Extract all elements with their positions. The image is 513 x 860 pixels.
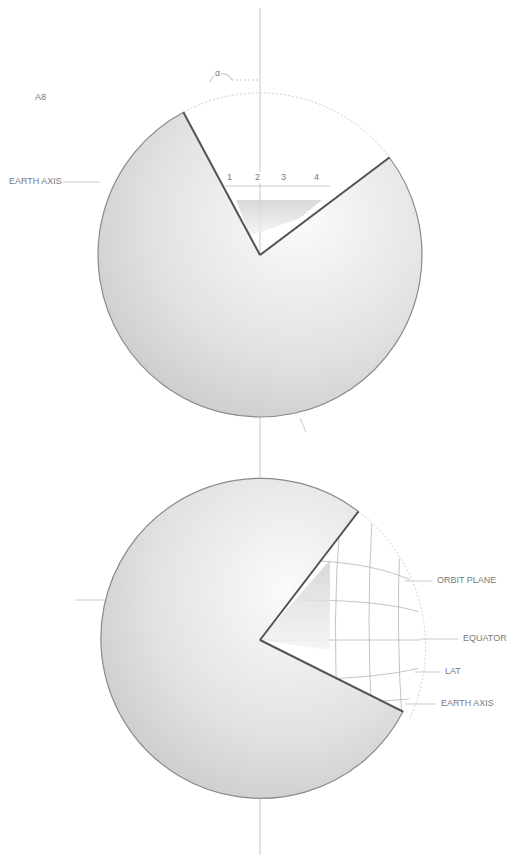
part-label: 4 <box>313 172 320 183</box>
part-label: EARTH AXIS <box>8 176 63 187</box>
part-label: α <box>214 68 221 79</box>
part-label: EQUATOR <box>462 633 508 644</box>
part-label: 2 <box>254 172 261 183</box>
part-label: 3 <box>280 172 287 183</box>
part-label: 1 <box>226 172 233 183</box>
part-label: EARTH AXIS <box>440 698 495 709</box>
part-label: A8 <box>34 92 47 103</box>
part-label: LAT <box>444 666 462 677</box>
part-label: ORBIT PLANE <box>436 575 497 586</box>
